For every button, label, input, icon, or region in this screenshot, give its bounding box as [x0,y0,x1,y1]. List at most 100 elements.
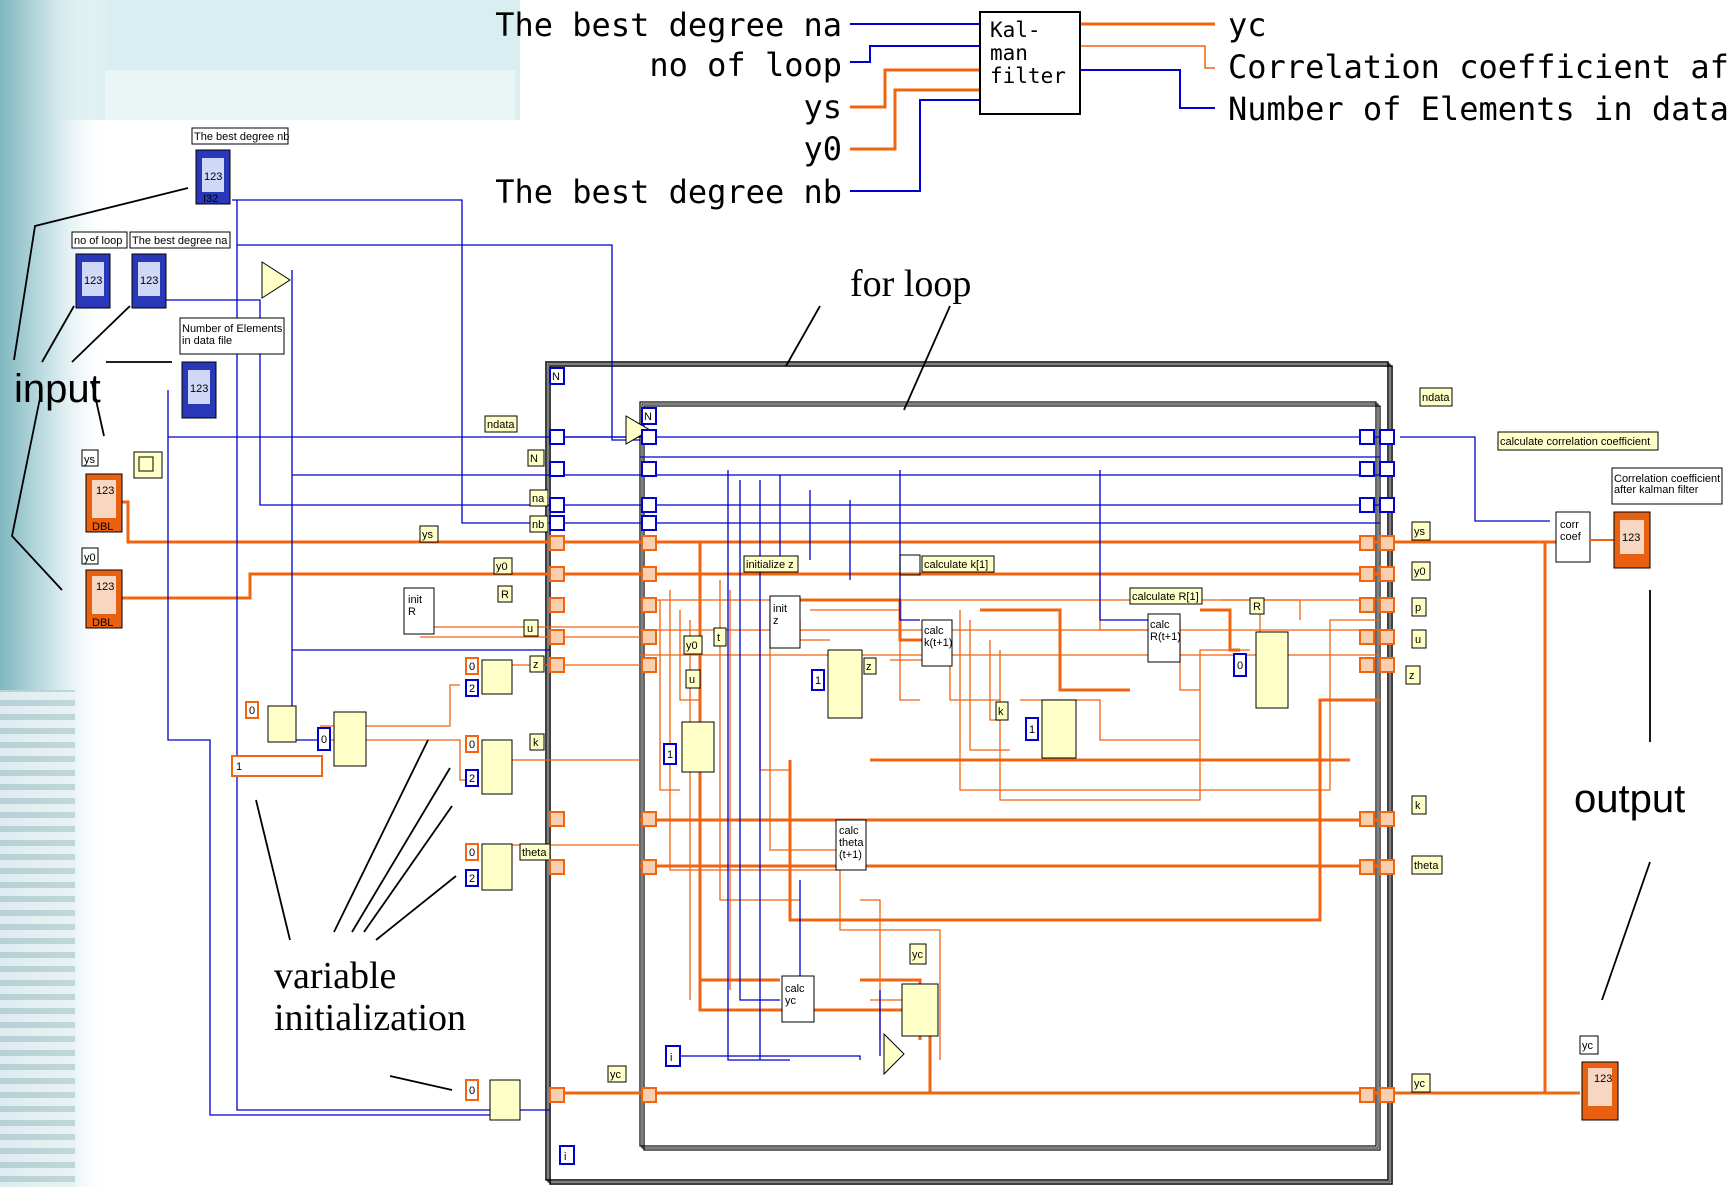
svg-text:ys: ys [1414,526,1426,538]
label-calc-corr: calculate correlation coefficient [1498,432,1658,450]
cp-input-ys: ys [803,88,842,126]
svg-text:yc: yc [610,1069,622,1081]
svg-text:1: 1 [1029,724,1035,736]
build-array-2 [682,722,714,772]
const-one-left: 1 [232,756,322,776]
svg-text:initialize z: initialize z [746,559,794,571]
label-k-inner: k [996,702,1008,720]
svg-text:calculate correlation coeffici: calculate correlation coefficient [1500,436,1650,448]
label-z-inner: z [864,658,876,674]
svg-text:R: R [1253,601,1261,613]
label-yc-inner: yc [910,944,926,964]
label-y0: y0 [494,558,512,574]
svg-text:u: u [527,623,533,635]
svg-text:0: 0 [469,739,475,751]
outer-i-terminal: i [560,1146,574,1164]
svg-text:123: 123 [1622,532,1640,544]
label-calculate-k: calculate k[1] [922,556,994,572]
svg-text:123: 123 [1594,1073,1612,1085]
svg-text:0: 0 [1237,660,1243,672]
const-two-3: 2 [466,870,478,886]
label-ndata-right: ndata [1420,388,1452,406]
svg-text:yc: yc [912,949,924,961]
label-yc-bottom: yc [608,1066,626,1082]
svg-text:yc: yc [1414,1078,1426,1090]
svg-text:123: 123 [140,275,158,287]
const-two-2: 2 [466,770,478,786]
svg-text:DBL: DBL [92,617,113,629]
svg-text:i: i [564,1151,566,1163]
cp-input-y0: y0 [803,130,842,168]
svg-text:123: 123 [84,275,102,287]
const-zero-2: 0 [466,736,478,752]
cp-output-corr: Correlation coefficient aft... [1228,48,1729,86]
svg-text:theta: theta [1414,860,1439,872]
svg-text:y0: y0 [84,552,96,564]
label-ys: ys [420,526,438,542]
svg-text:na: na [532,493,545,505]
svg-text:1: 1 [236,761,242,773]
svg-text:2: 2 [469,683,475,695]
label-tun-nb: nb [530,516,548,532]
label-ndata: ndata [485,416,517,432]
label-tun-na: na [530,490,548,506]
label-theta-right: theta [1412,856,1442,874]
array-size-node [134,452,162,478]
svg-text:2: 2 [469,773,475,785]
label-u: u [524,620,538,636]
label-theta: theta [520,844,550,860]
calc-yc-node: calcyc [782,976,814,1022]
label-p-right: p [1412,598,1426,616]
svg-text:123: 123 [190,383,208,395]
outer-N-terminal: N [550,368,564,384]
const-zero-4: 0 [246,702,258,718]
svg-text:i: i [670,1052,672,1064]
const-one-3: 1 [1026,718,1038,740]
svg-text:0: 0 [469,661,475,673]
svg-text:z: z [533,659,539,671]
svg-text:0: 0 [321,734,327,746]
svg-text:theta: theta [522,847,547,859]
svg-text:z: z [1409,670,1415,682]
label-z: z [530,656,544,672]
svg-text:yc: yc [1582,1040,1594,1052]
inner-i-terminal: i [666,1046,680,1066]
svg-text:123: 123 [96,581,114,593]
cp-output-yc: yc [1228,6,1267,44]
annotation-for-loop: for loop [850,263,971,305]
svg-text:z: z [866,661,872,673]
svg-text:The best degree na: The best degree na [132,235,228,247]
svg-text:t: t [717,632,720,644]
svg-text:calculate R[1]: calculate R[1] [1132,591,1199,603]
svg-text:no of loop: no of loop [74,235,122,247]
svg-text:calculate k[1]: calculate k[1] [924,559,988,571]
label-ys-right: ys [1412,522,1430,540]
svg-text:y0: y0 [1414,566,1426,578]
init-r-node: initR [404,588,434,634]
label-u-right: u [1412,630,1426,648]
svg-text:1: 1 [667,749,673,761]
svg-text:p: p [1415,602,1421,614]
svg-text:ys: ys [84,454,96,466]
build-array-3 [1042,700,1076,758]
label-z-right: z [1406,666,1420,684]
label-yc-right: yc [1412,1074,1430,1092]
svg-text:u: u [1415,634,1421,646]
annotation-input: input [14,367,101,411]
const-one-1: 1 [812,670,824,690]
label-calculate-R: calculate R[1] [1130,588,1202,604]
cp-output-nel: Number of Elements in data ... [1228,90,1729,128]
svg-text:u: u [689,674,695,686]
label-k-right: k [1412,796,1426,814]
label-t-inner: t [714,628,726,646]
svg-text:y0: y0 [686,640,698,652]
svg-text:N: N [552,371,560,383]
cp-input-na: The best degree na [495,6,842,44]
svg-text:2: 2 [469,873,475,885]
svg-text:k: k [1415,800,1421,812]
